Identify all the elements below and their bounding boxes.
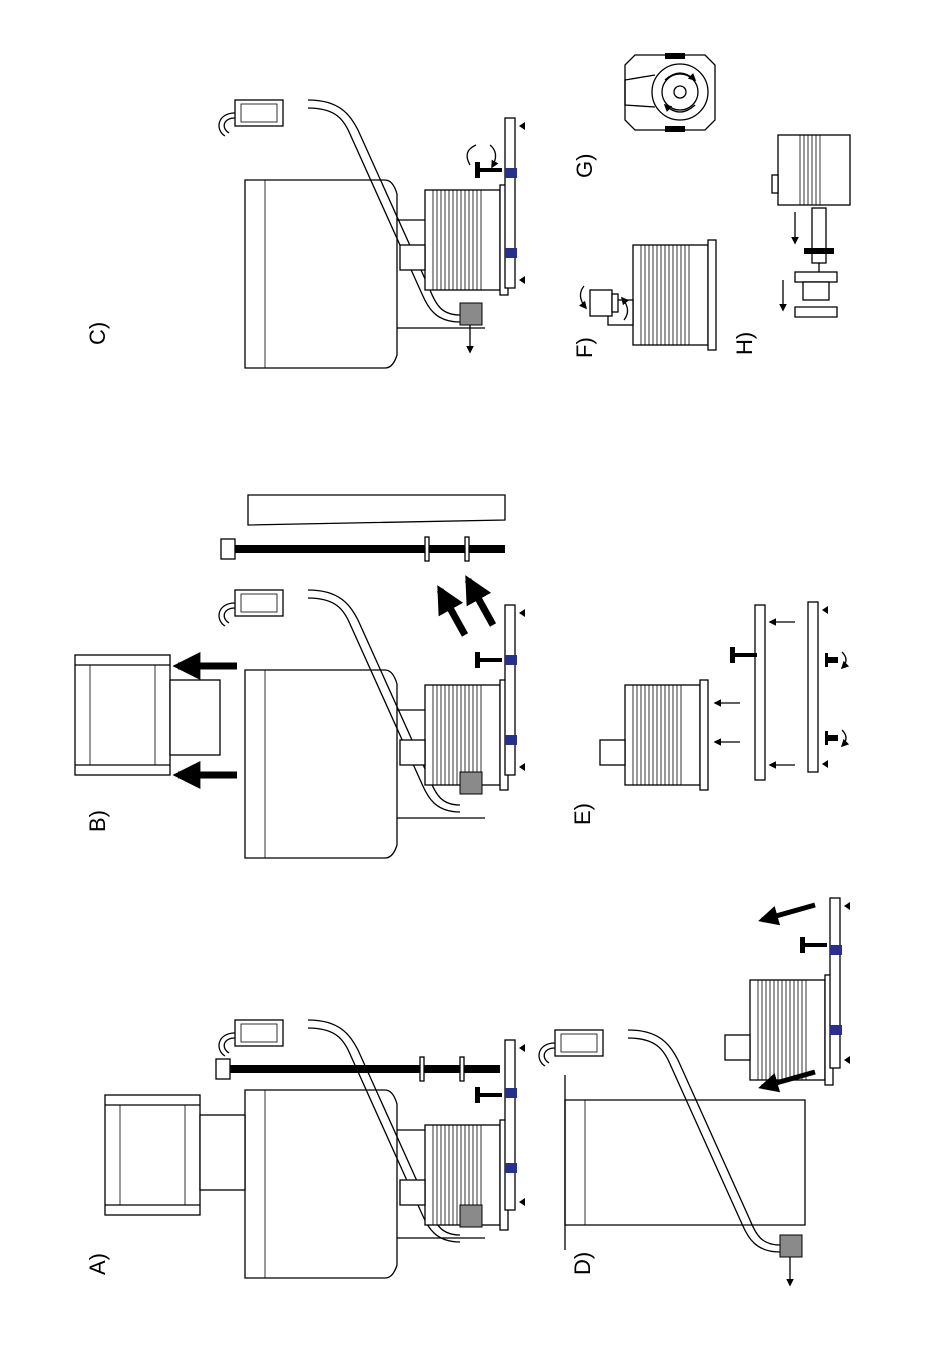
- outlet-valve: [460, 303, 482, 325]
- pump-motor: [608, 240, 716, 350]
- pump-motor: [725, 975, 833, 1085]
- mount-pad: [505, 168, 517, 178]
- clamp-knob: [475, 162, 502, 178]
- pump-top-view: [625, 53, 715, 132]
- removal-arrow: [468, 580, 493, 625]
- panel-c: C): [85, 100, 525, 368]
- cover-panel: [248, 495, 505, 525]
- mount-pad: [505, 655, 517, 665]
- hose-head: [219, 1020, 283, 1056]
- mount-pad: [505, 1088, 517, 1098]
- panel-label: C): [85, 322, 110, 345]
- panel-label: G): [572, 154, 597, 178]
- panel-label: E): [570, 803, 595, 825]
- threaded-rod: [221, 537, 505, 561]
- clamp-knob: [475, 1087, 502, 1103]
- panel-label: F): [572, 337, 597, 358]
- mount-pad: [830, 945, 842, 955]
- panel-g: G): [572, 53, 715, 178]
- panel-label: B): [85, 810, 110, 832]
- removal-arrow: [440, 590, 465, 635]
- intake-screen: [200, 1115, 245, 1190]
- clamp-knob: [800, 937, 827, 953]
- panel-b: B): [75, 495, 525, 858]
- intake-screen: [170, 680, 220, 755]
- panel-e: E): [570, 602, 846, 825]
- impeller-seat: [795, 272, 837, 317]
- rotate-arrow-icon: [467, 145, 495, 167]
- panel-f: F): [572, 240, 716, 358]
- base-plate: [505, 118, 525, 288]
- screw-icon: [825, 652, 846, 668]
- mounting-bracket: [755, 605, 765, 780]
- impeller-shaft: [804, 208, 834, 278]
- pump-motor: [400, 1120, 508, 1230]
- removal-arrow: [762, 905, 815, 920]
- base-plate: [808, 602, 828, 772]
- mount-pad: [830, 1025, 842, 1035]
- pump-motor: [600, 680, 708, 790]
- mount-pad: [505, 248, 517, 258]
- panel-h: H): [732, 135, 850, 355]
- pump-motor: [400, 185, 508, 295]
- clamp-knob: [730, 647, 757, 663]
- base-plate: [505, 605, 525, 775]
- canister: [75, 655, 170, 775]
- pump-motor: [772, 135, 850, 205]
- mount-pad: [505, 735, 517, 745]
- pump-motor: [400, 680, 508, 790]
- base-plate: [505, 1040, 525, 1210]
- panel-label: H): [732, 332, 757, 355]
- panel-label: D): [570, 1252, 595, 1275]
- panel-label: A): [85, 1253, 110, 1275]
- panel-a: A): [85, 1020, 525, 1278]
- outlet-valve: [460, 1205, 482, 1227]
- hose-head: [219, 100, 283, 136]
- screw-icon: [825, 730, 846, 746]
- canister: [105, 1095, 200, 1215]
- filter-housing: [565, 1075, 805, 1250]
- hose-head: [539, 1030, 603, 1066]
- outlet-valve: [460, 772, 482, 794]
- mount-pad: [505, 1163, 517, 1173]
- panel-d: D): [539, 898, 850, 1285]
- clamp-knob: [475, 652, 502, 668]
- base-plate: [830, 898, 850, 1068]
- hose-head: [219, 590, 283, 626]
- outlet-valve: [780, 1235, 802, 1257]
- threaded-rod: [216, 1057, 500, 1081]
